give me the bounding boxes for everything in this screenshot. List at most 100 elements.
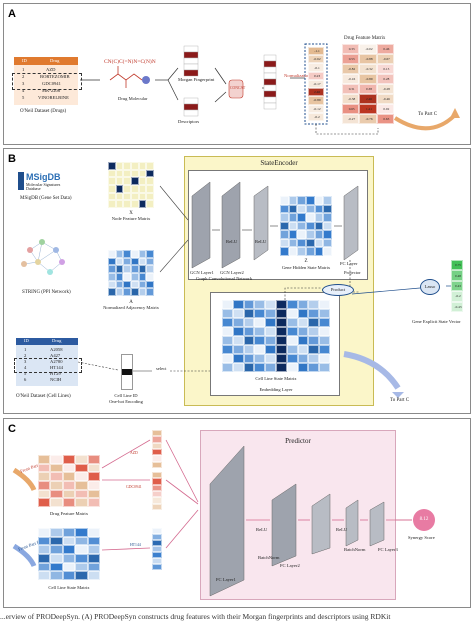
concat-label: CONCAT <box>230 86 246 90</box>
table-row: A427 <box>50 353 61 358</box>
matrix-cell-value: -0.28 <box>382 87 390 91</box>
matrix-cell <box>232 309 244 318</box>
matrix-cell <box>146 169 154 178</box>
matrix-cell: -0.32 <box>359 64 377 74</box>
table-row: 6 <box>24 377 27 382</box>
matrix-cell <box>75 536 88 546</box>
fc2-label: FC Layer2 <box>280 563 300 568</box>
matrix-cell <box>138 288 147 296</box>
matrix-cell <box>276 345 287 354</box>
matrix-cell: 0.53 <box>342 54 360 64</box>
matrix-cell <box>131 288 139 296</box>
predictor-title: Predictor <box>285 437 311 445</box>
matrix-cell <box>314 230 324 239</box>
matrix-cell <box>243 327 255 336</box>
matrix-cell <box>108 280 116 289</box>
matrix-cell <box>286 318 298 327</box>
matrix-cell <box>314 238 324 248</box>
matrix-cell <box>152 564 162 570</box>
vector-cell: 0.23 <box>308 71 324 80</box>
matrix-cell <box>87 455 100 464</box>
table-row: 3 <box>24 359 27 364</box>
matrix-cell <box>232 354 244 363</box>
matrix-cell: -0.76 <box>359 114 377 124</box>
matrix-cell <box>131 185 139 193</box>
matrix-cell <box>123 280 131 289</box>
matrix-cell <box>152 461 162 468</box>
vector-cell: 0.75 <box>451 260 463 271</box>
matrix-cell <box>288 196 298 205</box>
matrix-cell <box>50 554 63 563</box>
batchnorm2-label: BatchNorm <box>344 547 366 552</box>
matrix-cell: -0.82 <box>342 64 360 74</box>
matrix-cell <box>297 327 309 336</box>
matrix-cell <box>75 571 88 580</box>
matrix-cell <box>286 354 298 363</box>
matrix-cell <box>123 162 131 170</box>
matrix-cell: -0.16 <box>342 74 360 84</box>
matrix-cell <box>265 309 276 318</box>
matrix-cell: 0.28 <box>376 74 394 84</box>
matrix-cell <box>50 545 63 554</box>
matrix-cell <box>280 213 289 222</box>
panel-c-label: C <box>8 423 16 435</box>
cell-table-header-id: ID <box>24 338 29 343</box>
drug-feature-matrix-c <box>38 455 100 507</box>
node-feature-matrix <box>108 162 154 208</box>
matrix-cell <box>222 300 233 309</box>
matrix-cell <box>152 497 162 504</box>
matrix-cell <box>152 430 162 437</box>
matrix-cell <box>131 257 139 266</box>
matrix-cell: 0.13 <box>376 64 394 74</box>
vector-cell: 0.43 <box>451 280 463 292</box>
matrix-cell-value: -0.32 <box>365 67 373 71</box>
normalization-label: Normalization <box>284 73 311 78</box>
matrix-cell <box>286 327 298 336</box>
hidden-matrix-label: Gene Hidden State Matrix <box>281 265 331 270</box>
adjacency-matrix <box>108 250 154 296</box>
matrix-cell <box>138 200 147 208</box>
matrix-cell-value: -0.82 <box>348 67 356 71</box>
matrix-cell <box>152 528 162 534</box>
matrix-cell <box>75 463 88 473</box>
vector-cell-value: -0.2 <box>314 114 320 119</box>
vector-cell-value: -0.17 <box>313 81 321 86</box>
matrix-cell <box>276 327 287 336</box>
matrix-cell <box>306 204 315 214</box>
embedding-layer-label: Embedding Layer <box>259 387 293 392</box>
matrix-cell <box>152 449 162 456</box>
to-part-c-label: To Part C <box>418 112 438 117</box>
matrix-cell <box>306 213 315 222</box>
matrix-cell <box>314 196 324 205</box>
matrix-cell <box>222 363 233 372</box>
matrix-cell <box>152 455 162 462</box>
selected-drug-vector <box>152 430 162 468</box>
matrix-cell <box>62 536 76 546</box>
matrix-cell-value: 0.31 <box>348 87 355 91</box>
matrix-cell <box>286 363 298 372</box>
matrix-cell <box>280 247 289 256</box>
matrix-cell <box>87 498 100 507</box>
matrix-cell <box>62 571 76 580</box>
matrix-cell <box>75 498 88 507</box>
vector-cell-value: 0.23 <box>313 73 321 78</box>
matrix-cell <box>152 540 162 546</box>
matrix-cell <box>115 192 124 201</box>
table-row: MK-2206 <box>42 88 61 93</box>
msigdb-line1: Molecular Signatures <box>26 182 61 187</box>
matrix-cell <box>50 571 63 580</box>
matrix-cell <box>297 238 306 248</box>
matrix-cell <box>297 247 306 256</box>
matrix-cell <box>306 247 315 256</box>
matrix-cell <box>146 177 154 185</box>
matrix-cell <box>308 327 320 336</box>
matrix-cell <box>108 177 116 185</box>
matrix-cell <box>62 554 76 563</box>
matrix-cell <box>108 200 116 208</box>
panel-b-label: B <box>8 153 16 165</box>
vector-cell-value: 0.75 <box>455 263 461 268</box>
matrix-cell <box>131 250 139 258</box>
vector-cell-value: 0.48 <box>455 273 461 278</box>
drug-molecular-label: Drug Molecular <box>118 96 148 101</box>
